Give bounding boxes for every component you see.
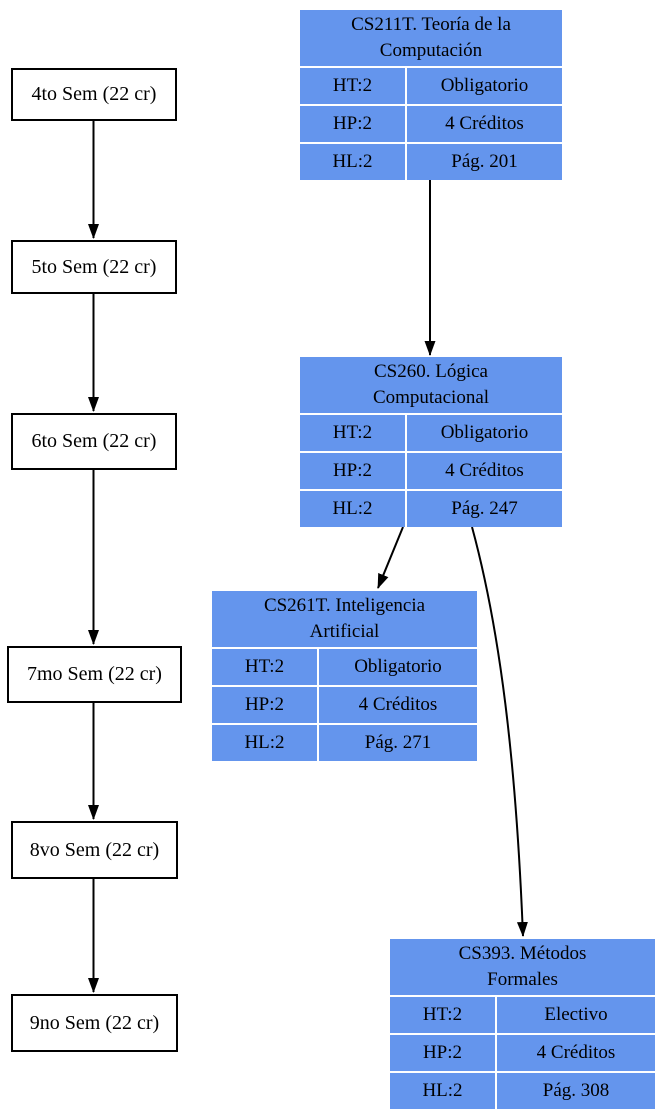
semester-node-5to: 5to Sem (22 cr) xyxy=(11,240,177,294)
course-cell-value: Pág. 308 xyxy=(497,1073,655,1109)
course-cell-value: Pág. 201 xyxy=(407,144,562,180)
edge-cs260-cs261t xyxy=(377,526,404,589)
course-title: CS261T. Inteligencia Artificial xyxy=(212,591,477,647)
course-cell-value: 4 Créditos xyxy=(497,1035,655,1071)
semester-node-6to: 6to Sem (22 cr) xyxy=(11,413,177,470)
course-cell-value: Obligatorio xyxy=(407,68,562,104)
semester-label: 7mo Sem (22 cr) xyxy=(27,663,162,685)
course-title-line2: Computacional xyxy=(372,387,490,408)
course-cell-key: HP:2 xyxy=(300,106,405,142)
semester-label: 4to Sem (22 cr) xyxy=(31,83,157,105)
course-title-line1: CS211T. Teoría de la xyxy=(351,14,511,35)
course-node-cs211t: CS211T. Teoría de la Computación HT:2 Ob… xyxy=(300,10,562,180)
course-title-line1: CS393. Métodos xyxy=(458,943,587,964)
course-cell-key: HP:2 xyxy=(390,1035,495,1071)
semester-node-8vo: 8vo Sem (22 cr) xyxy=(11,821,178,879)
semester-label: 5to Sem (22 cr) xyxy=(31,255,157,278)
course-title-line1: CS260. Lógica xyxy=(374,361,488,382)
course-cell-key: HL:2 xyxy=(390,1073,495,1109)
course-title-line2: Artificial xyxy=(309,621,380,642)
course-cell-value: Obligatorio xyxy=(319,649,477,685)
course-cell-key: HT:2 xyxy=(390,997,495,1033)
semester-node-7mo: 7mo Sem (22 cr) xyxy=(7,646,182,703)
course-cell-value: Obligatorio xyxy=(407,415,562,451)
course-cell-key: HL:2 xyxy=(300,144,405,180)
course-cell-value: Pág. 271 xyxy=(319,725,477,761)
course-cell-key: HP:2 xyxy=(212,687,317,723)
edge-cs260-cs393 xyxy=(471,526,528,937)
course-cell-key: HT:2 xyxy=(300,415,405,451)
semester-label: 9no Sem (22 cr) xyxy=(29,1011,160,1034)
course-node-cs261t: CS261T. Inteligencia Artificial HT:2 Obl… xyxy=(212,591,477,761)
course-title-line2: Computación xyxy=(379,40,483,61)
course-cell-key: HT:2 xyxy=(300,68,405,104)
course-title-line1: CS261T. Inteligencia xyxy=(263,595,426,616)
semester-label: 6to Sem (22 cr) xyxy=(31,430,157,452)
course-cell-key: HP:2 xyxy=(300,453,405,489)
semester-label: 8vo Sem (22 cr) xyxy=(29,838,160,861)
course-title: CS211T. Teoría de la Computación xyxy=(300,10,562,66)
course-cell-key: HL:2 xyxy=(300,491,405,527)
course-cell-key: HT:2 xyxy=(212,649,317,685)
course-cell-value: 4 Créditos xyxy=(319,687,477,723)
course-cell-value: 4 Créditos xyxy=(407,453,562,489)
semester-node-4to: 4to Sem (22 cr) xyxy=(11,68,177,121)
course-cell-value: Electivo xyxy=(497,997,655,1033)
course-cell-value: 4 Créditos xyxy=(407,106,562,142)
course-cell-key: HL:2 xyxy=(212,725,317,761)
course-title: CS393. Métodos Formales xyxy=(390,939,655,995)
course-node-cs393: CS393. Métodos Formales HT:2 Electivo HP… xyxy=(390,939,655,1109)
course-cell-value: Pág. 247 xyxy=(407,491,562,527)
course-title: CS260. Lógica Computacional xyxy=(300,357,562,413)
semester-node-9no: 9no Sem (22 cr) xyxy=(11,994,178,1052)
course-title-line2: Formales xyxy=(487,969,558,990)
course-node-cs260: CS260. Lógica Computacional HT:2 Obligat… xyxy=(300,357,562,527)
